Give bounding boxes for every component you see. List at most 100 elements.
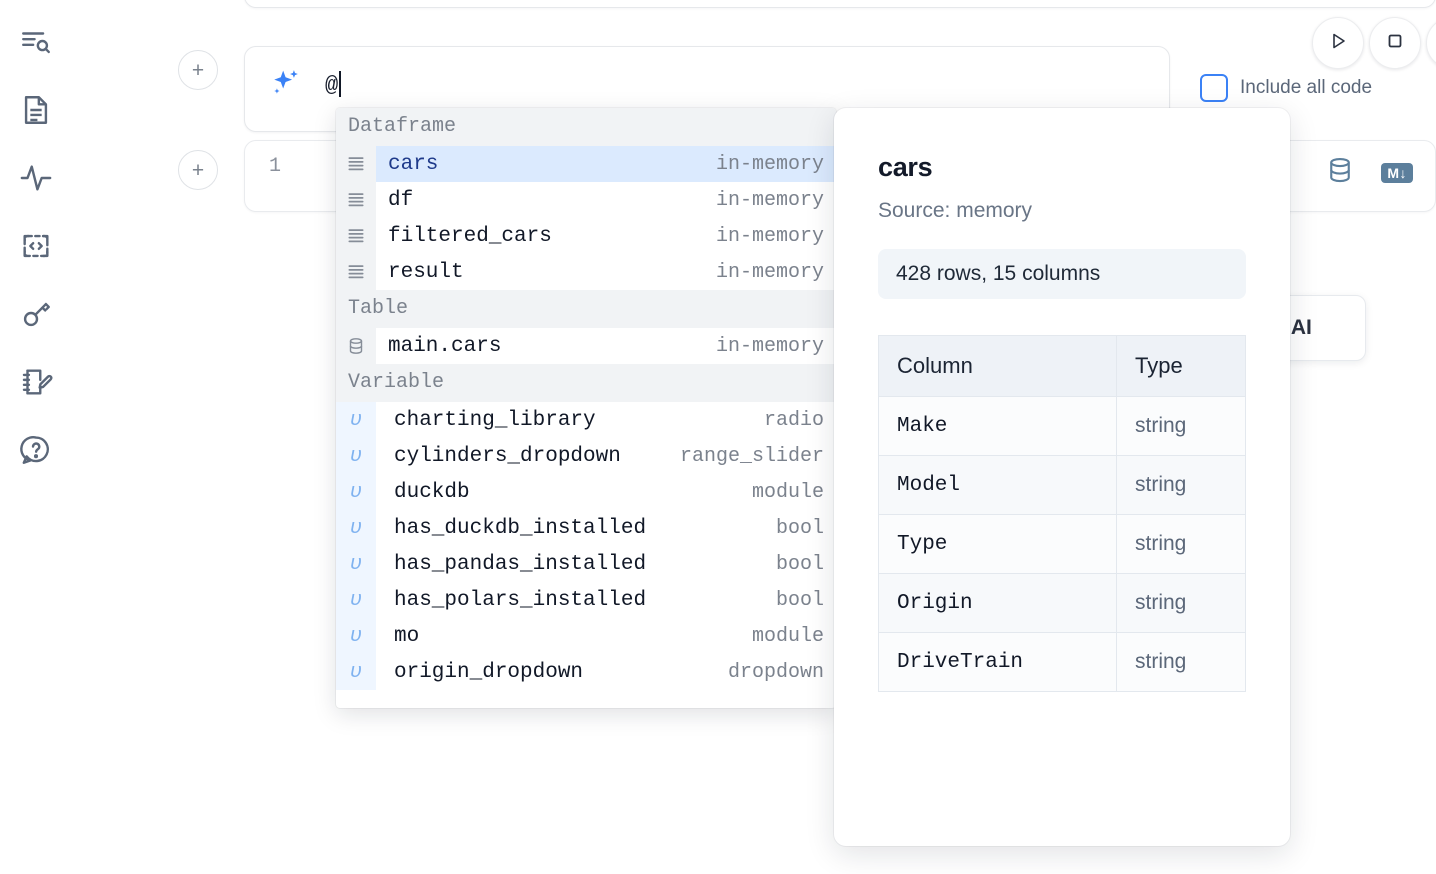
include-all-code-row[interactable]: Include all code [1200,74,1372,102]
schema-column-type: string [1116,514,1246,574]
schema-column-type: string [1116,455,1246,515]
autocomplete-item[interactable]: main.cars in-memory [336,328,836,364]
detail-source: Source: memory [878,199,1033,222]
cell-action-icons: M↓ [1325,155,1413,190]
table-header-row: Column Type [878,335,1246,397]
markdown-badge[interactable]: M↓ [1381,162,1413,183]
schema-column-type: string [1116,396,1246,456]
autocomplete-item-kind: bool [775,516,824,540]
variable-upsilon-icon: υ [336,582,376,618]
ai-prompt-input[interactable]: @ [325,71,342,97]
sidebar-item-explore-outline[interactable] [12,18,60,66]
sidebar-item-secrets[interactable] [12,290,60,338]
schema-column-name: Model [878,455,1117,515]
activity-pulse-icon [19,161,53,195]
autocomplete-item-name: main.cars [388,334,502,358]
autocomplete-item-kind: module [751,624,824,648]
autocomplete-item-kind: module [751,480,824,504]
database-icon [336,328,376,364]
key-secrets-icon [19,297,53,331]
sidebar-item-file-document[interactable] [12,86,60,134]
autocomplete-item-name: cylinders_dropdown [394,444,621,468]
stop-button[interactable] [1369,17,1421,69]
autocomplete-item-kind: in-memory [715,260,824,284]
variable-detail-panel: cars Source: memory 428 rows, 15 columns… [834,108,1290,846]
autocomplete-item[interactable]: result in-memory [336,254,836,290]
autocomplete-item-name: has_pandas_installed [394,552,647,576]
column-header-column: Column [878,335,1117,397]
sidebar-item-help[interactable] [12,426,60,474]
autocomplete-item-name: has_polars_installed [394,588,647,612]
variable-upsilon-icon: υ [336,438,376,474]
autocomplete-item-kind: in-memory [715,334,824,358]
autocomplete-item-body: charting_library radio [376,402,836,438]
sidebar-item-activity[interactable] [12,154,60,202]
more-actions-button[interactable] [1426,17,1436,69]
sidebar-item-code-snippets[interactable] [12,222,60,270]
detail-title: cars [878,152,933,182]
sidebar-item-scratchpad[interactable] [12,358,60,406]
autocomplete-item-body: main.cars in-memory [376,328,836,364]
schema-column-name: DriveTrain [878,632,1117,692]
explore-outline-icon [19,25,53,59]
variable-upsilon-icon: υ [336,654,376,690]
column-header-type: Type [1116,335,1246,397]
text-cursor [339,71,342,97]
variable-upsilon-icon: υ [336,474,376,510]
schema-column-type: string [1116,573,1246,633]
autocomplete-item-body: has_polars_installed bool [376,582,836,618]
autocomplete-item[interactable]: υ has_polars_installed bool [336,582,836,618]
add-cell-button[interactable]: + [178,150,218,190]
schema-column-name: Type [878,514,1117,574]
autocomplete-item-kind: radio [763,408,824,432]
autocomplete-item[interactable]: filtered_cars in-memory [336,218,836,254]
autocomplete-group-header: Variable [336,364,836,402]
include-all-code-checkbox[interactable] [1200,74,1228,102]
autocomplete-item-kind: in-memory [715,224,824,248]
autocomplete-item-name: cars [388,152,439,176]
schema-column-type: string [1116,632,1246,692]
stop-square-icon [1383,29,1407,58]
dataframe-lines-icon [336,182,376,218]
autocomplete-item-name: filtered_cars [388,224,552,248]
database-icon[interactable] [1325,155,1355,190]
play-icon [1326,29,1350,58]
autocomplete-item-kind: in-memory [715,188,824,212]
autocomplete-item-name: result [388,260,464,284]
file-document-icon [19,93,53,127]
autocomplete-item-name: charting_library [394,408,596,432]
variable-upsilon-icon: υ [336,546,376,582]
detail-shape-badge: 428 rows, 15 columns [878,249,1246,299]
sidebar-rail [0,0,72,874]
autocomplete-item-kind: dropdown [727,660,824,684]
autocomplete-item-name: duckdb [394,480,470,504]
sparkle-icon [269,67,303,106]
autocomplete-item-kind: bool [775,588,824,612]
schema-column-name: Origin [878,573,1117,633]
dataframe-lines-icon [336,146,376,182]
autocomplete-item[interactable]: υ charting_library radio [336,402,836,438]
run-button[interactable] [1312,17,1364,69]
add-cell-above-button[interactable]: + [178,50,218,90]
notebook-edit-icon [19,365,53,399]
variable-upsilon-icon: υ [336,618,376,654]
variable-upsilon-icon: υ [336,402,376,438]
